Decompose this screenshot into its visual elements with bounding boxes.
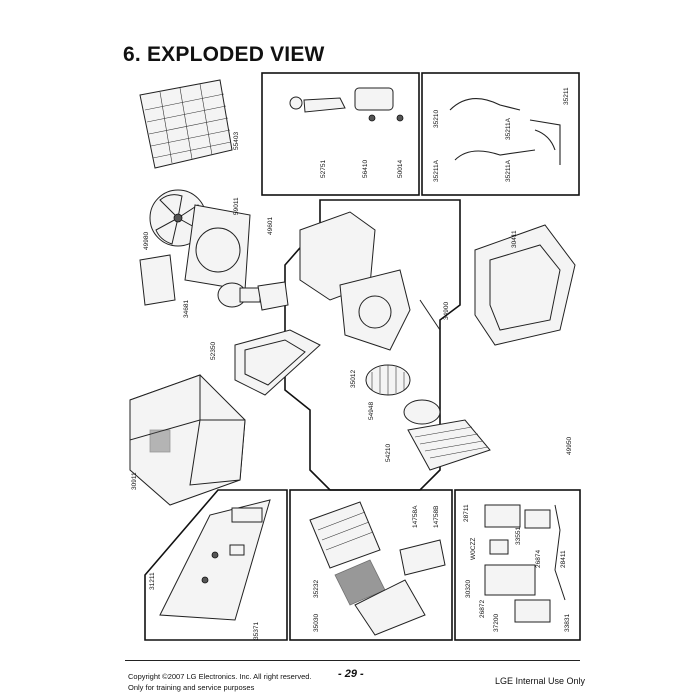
internal-use-text: LGE Internal Use Only	[495, 676, 586, 686]
copyright-text: Copyright ©2007 LG Electronics. Inc. All…	[128, 672, 312, 681]
part-label: 14758B	[433, 506, 440, 528]
footer-rule	[125, 660, 580, 661]
control-frame	[454, 489, 581, 641]
front-grille-frame	[289, 489, 453, 641]
part-label: 59011	[233, 197, 240, 215]
part-label: 35211A	[505, 117, 512, 140]
part-label: 35210	[433, 110, 440, 128]
part-label: 35211	[563, 87, 570, 105]
evaporator	[407, 419, 491, 471]
part-label: 33551	[515, 527, 522, 545]
shroud	[139, 204, 251, 306]
control-box	[484, 504, 566, 623]
part-label: 54210	[385, 444, 392, 462]
part-label: W0CZZ	[470, 538, 477, 560]
part-label: 35012	[350, 370, 357, 388]
section-frames	[144, 72, 581, 641]
front-frame	[144, 489, 288, 641]
cabinet	[129, 374, 246, 506]
part-labels: 55403 59011 49980 49601 34681 52350 3091…	[131, 87, 573, 640]
page-title: 6. EXPLODED VIEW	[123, 43, 325, 66]
part-label: 50014	[397, 160, 404, 178]
part-label: 31211	[149, 572, 156, 590]
part-label: 30320	[465, 580, 472, 598]
part-label: 34681	[183, 300, 190, 318]
motor	[217, 281, 289, 311]
part-label: 54948	[368, 402, 375, 420]
part-label: 30411	[511, 230, 518, 248]
part-label: 34900	[443, 302, 450, 320]
part-label: 26874	[535, 550, 542, 568]
part-label: 52350	[210, 342, 217, 360]
part-label: 37200	[493, 614, 500, 632]
compressor-frame	[261, 72, 420, 196]
blower-housing	[299, 211, 441, 351]
piping	[449, 98, 561, 165]
part-label: 33831	[564, 614, 571, 632]
part-label: 49980	[143, 232, 150, 250]
part-label: 28411	[560, 550, 567, 568]
part-label: 35232	[313, 580, 320, 598]
front-grille	[309, 501, 446, 636]
part-label: 28711	[463, 504, 470, 522]
part-label: 52751	[320, 160, 327, 178]
front-panel	[159, 499, 271, 621]
part-label: 55403	[233, 132, 240, 150]
part-label: 30911	[131, 472, 138, 490]
part-label: 49601	[267, 217, 274, 235]
training-text: Only for training and service purposes	[128, 683, 255, 692]
page-number: - 29 -	[338, 668, 364, 680]
part-label: 35030	[313, 614, 320, 632]
condenser-coil	[139, 79, 233, 169]
compressor	[289, 87, 404, 122]
part-label: 56410	[362, 160, 369, 178]
part-label: 35211A	[433, 159, 440, 182]
base-pan-right	[474, 224, 576, 346]
part-label: 14758A	[412, 505, 419, 528]
part-label: 35371	[253, 622, 260, 640]
part-label: 35211A	[505, 159, 512, 182]
part-label: 26872	[479, 600, 486, 618]
base-plate	[234, 329, 321, 396]
blower-wheel	[365, 364, 441, 425]
piping-frame	[421, 72, 580, 196]
part-label: 49950	[566, 437, 573, 455]
